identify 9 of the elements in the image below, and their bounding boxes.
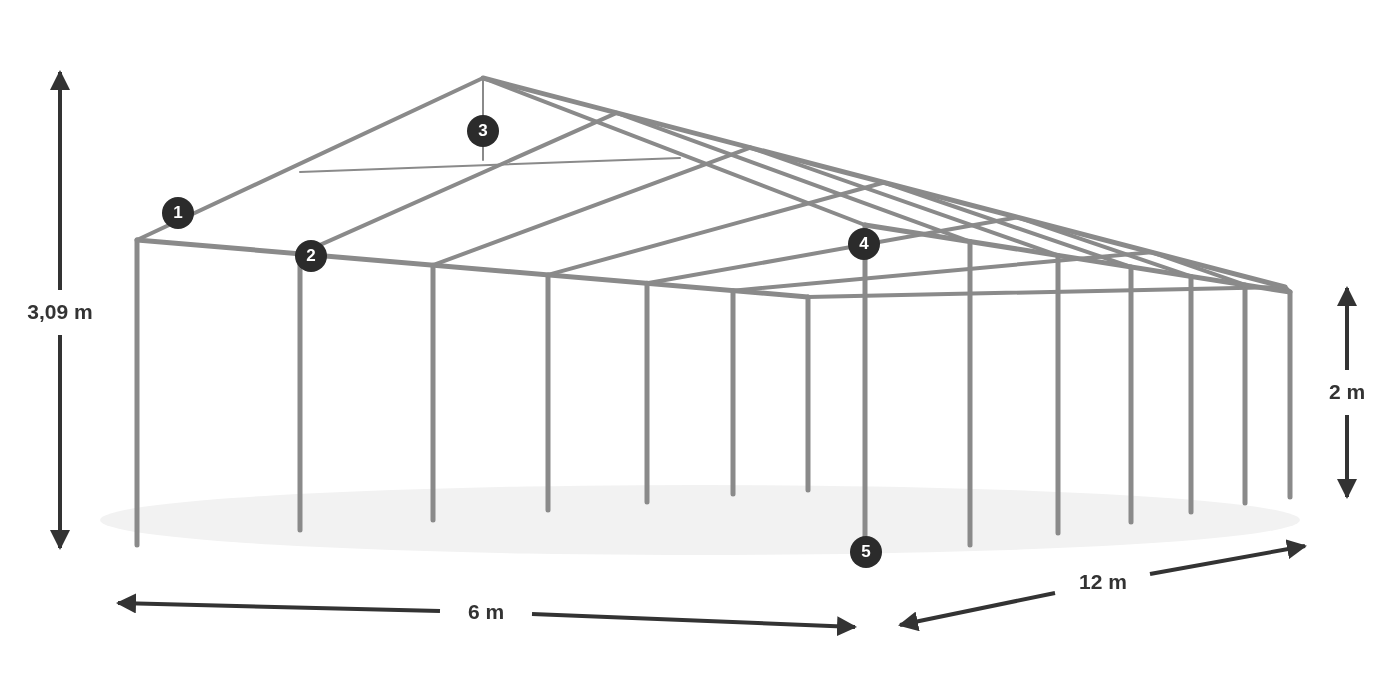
- dimension-label: 12 m: [1079, 570, 1127, 594]
- callout-number: 5: [850, 536, 882, 568]
- dimension-label: 3,09 m: [27, 300, 93, 324]
- callout-number: 4: [848, 228, 880, 260]
- callout-number: 1: [162, 197, 194, 229]
- callout-number: 3: [467, 115, 499, 147]
- dimension-label: 6 m: [467, 600, 505, 624]
- callout-number: 2: [295, 240, 327, 272]
- dimension-label: 2 m: [1328, 380, 1366, 404]
